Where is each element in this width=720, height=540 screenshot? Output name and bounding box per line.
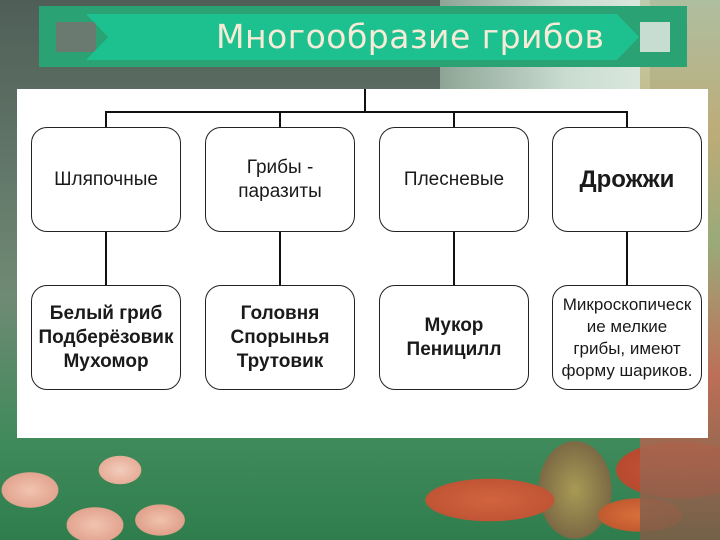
connector-link-4 — [626, 232, 628, 286]
diagram-panel: Шляпочные Грибы - паразиты Плесневые Дро… — [17, 89, 708, 438]
title-ribbon — [86, 14, 639, 60]
category-label: Плесневые — [403, 168, 505, 190]
examples-box-cap-mushrooms: Белый гриб Подберёзовик Мухомор — [31, 285, 181, 390]
connector-link-2 — [279, 232, 281, 286]
connector-link-1 — [105, 232, 107, 286]
category-box-molds: Плесневые — [379, 127, 529, 232]
category-box-cap-mushrooms: Шляпочные — [31, 127, 181, 232]
examples-text: Микроскопическ ие мелкие грибы, имеют фо… — [561, 294, 693, 380]
banner-left-tab — [56, 22, 96, 52]
root-connector — [364, 89, 366, 112]
connector-drop-1 — [105, 111, 107, 127]
category-label: Грибы - паразиты — [238, 156, 322, 202]
examples-box-parasitic-fungi: Головня Спорынья Трутовик — [205, 285, 355, 390]
category-label: Дрожжи — [579, 165, 675, 193]
examples-box-molds: Мукор Пеницилл — [379, 285, 529, 390]
category-box-parasitic-fungi: Грибы - паразиты — [205, 127, 355, 232]
connector-drop-4 — [626, 111, 628, 127]
examples-text: Белый гриб Подберёзовик Мухомор — [38, 302, 174, 372]
examples-text: Мукор Пеницилл — [406, 314, 502, 360]
connector-drop-2 — [279, 111, 281, 127]
banner-right-tab — [640, 22, 670, 52]
connector-link-3 — [453, 232, 455, 286]
slide-title: Многообразие грибов — [216, 17, 605, 56]
examples-text: Головня Спорынья Трутовик — [230, 302, 330, 372]
category-box-yeasts: Дрожжи — [552, 127, 702, 232]
connector-drop-3 — [453, 111, 455, 127]
examples-box-yeasts: Микроскопическ ие мелкие грибы, имеют фо… — [552, 285, 702, 390]
horizontal-connector — [105, 111, 627, 113]
category-label: Шляпочные — [54, 168, 158, 190]
